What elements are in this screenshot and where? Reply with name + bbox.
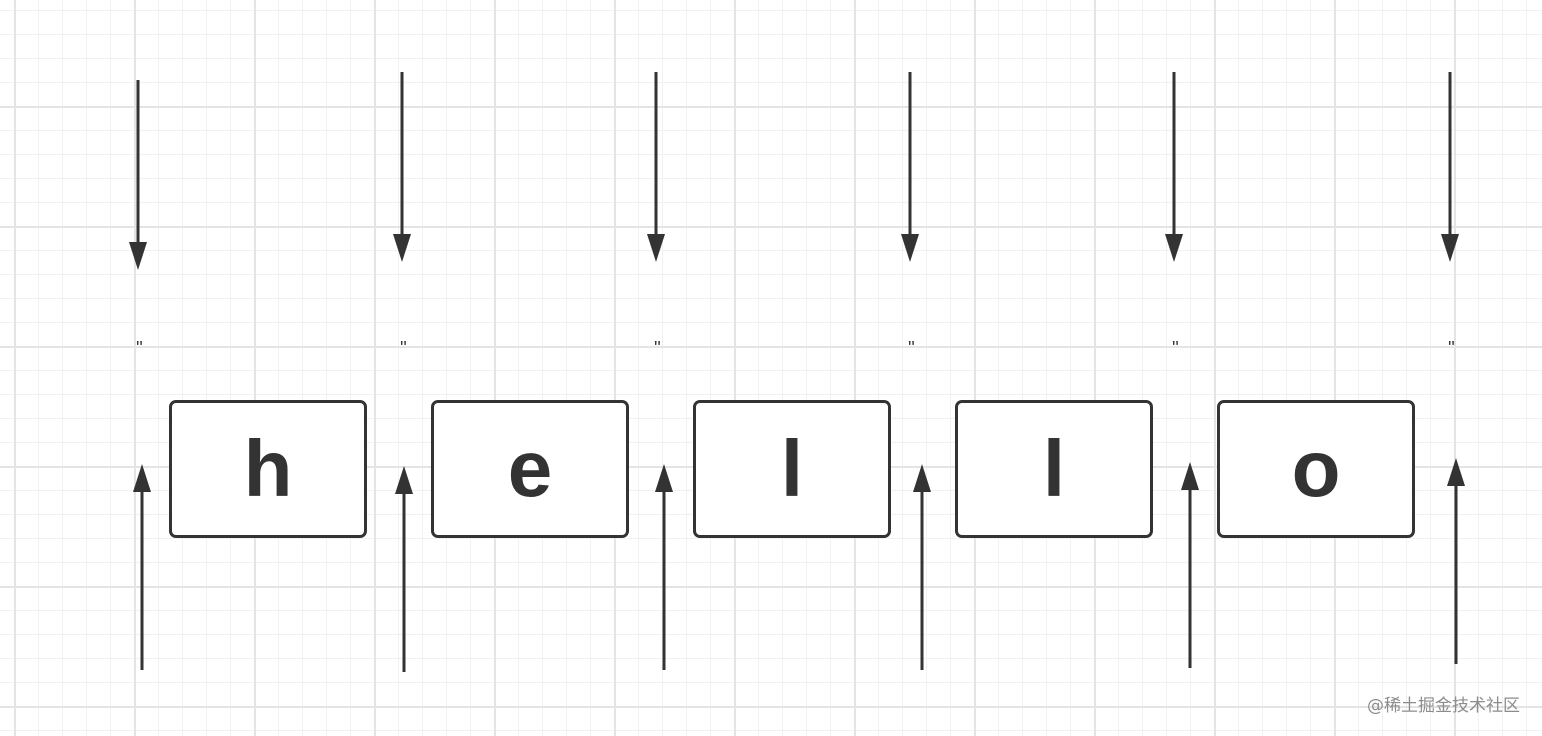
empty-string-mark: '' bbox=[654, 338, 661, 358]
char-box-e: e bbox=[431, 400, 629, 538]
up-arrow bbox=[1447, 458, 1465, 664]
down-arrows bbox=[129, 72, 1459, 270]
up-arrow bbox=[655, 464, 673, 670]
char-label: l bbox=[1042, 424, 1066, 513]
empty-string-mark: '' bbox=[136, 338, 143, 358]
down-arrow bbox=[1441, 72, 1459, 262]
char-label: l bbox=[780, 424, 804, 513]
watermark: @稀土掘金技术社区 bbox=[1367, 696, 1520, 716]
empty-string-mark: '' bbox=[1448, 338, 1455, 358]
down-arrow bbox=[1165, 72, 1183, 262]
down-arrow bbox=[393, 72, 411, 262]
down-arrow bbox=[647, 72, 665, 262]
char-label: o bbox=[1291, 424, 1341, 513]
empty-string-mark: '' bbox=[908, 338, 915, 358]
char-label: h bbox=[243, 424, 293, 513]
char-box-o: o bbox=[1217, 400, 1415, 538]
up-arrows bbox=[133, 458, 1465, 672]
down-arrow bbox=[129, 80, 147, 270]
char-box-l: l bbox=[693, 400, 891, 538]
up-arrow bbox=[395, 466, 413, 672]
char-label: e bbox=[507, 424, 553, 513]
up-arrow bbox=[1181, 462, 1199, 668]
char-box-h: h bbox=[169, 400, 367, 538]
char-box-l: l bbox=[955, 400, 1153, 538]
up-arrow bbox=[133, 464, 151, 670]
empty-string-mark: '' bbox=[400, 338, 407, 358]
down-arrow bbox=[901, 72, 919, 262]
up-arrow bbox=[913, 464, 931, 670]
empty-string-mark: '' bbox=[1172, 338, 1179, 358]
